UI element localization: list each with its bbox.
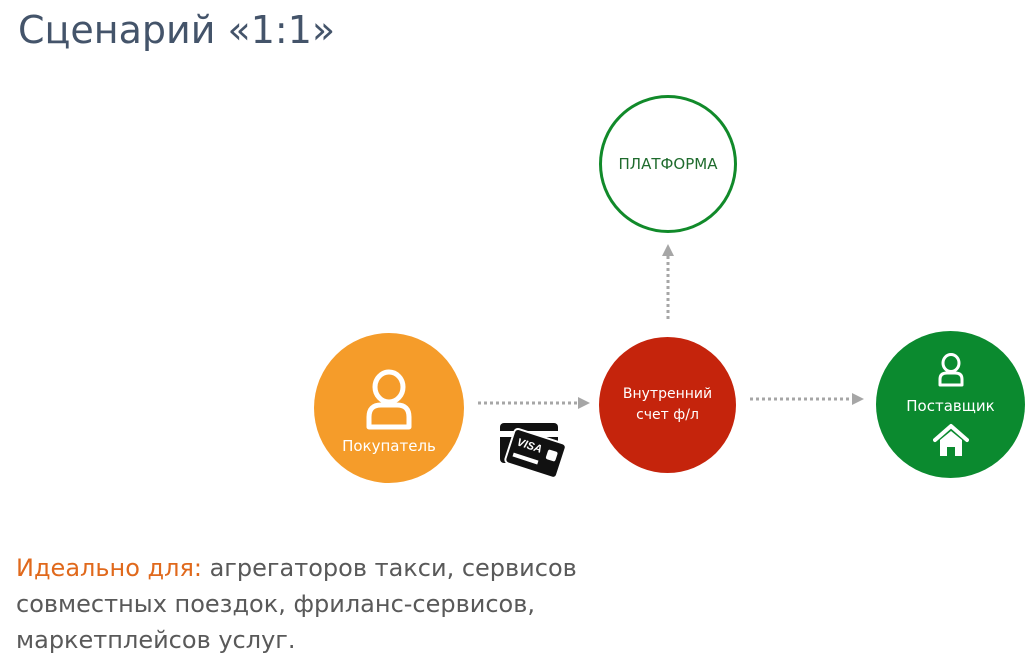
visa-card-icon: VISA: [500, 423, 566, 479]
arrow-account-to-supplier: [750, 393, 864, 405]
internal-account-node: Внутренний счет ф/л: [599, 337, 736, 473]
supplier-node: Поставщик: [876, 331, 1025, 478]
arrow-account-to-platform: [662, 244, 674, 322]
platform-label: ПЛАТФОРМА: [618, 155, 718, 173]
ideal-for-label: Идеально для:: [16, 554, 202, 582]
buyer-label: Покупатель: [342, 437, 436, 455]
user-icon: [938, 352, 963, 386]
use-case-description: Идеально для: агрегаторов такси, сервисо…: [16, 550, 656, 658]
house-icon: [932, 423, 969, 456]
buyer-node: Покупатель: [314, 333, 464, 483]
supplier-label: Поставщик: [906, 396, 995, 415]
arrow-buyer-to-account: [478, 397, 590, 409]
account-label-line1: Внутренний: [622, 386, 713, 402]
ideal-for-text: агрегаторов такси, сервисов совместных п…: [16, 554, 577, 654]
user-icon: [366, 369, 412, 430]
page-title: Сценарий «1:1»: [18, 8, 336, 52]
platform-node: ПЛАТФОРМА: [599, 95, 737, 233]
account-label-line2: счет ф/л: [636, 407, 699, 423]
